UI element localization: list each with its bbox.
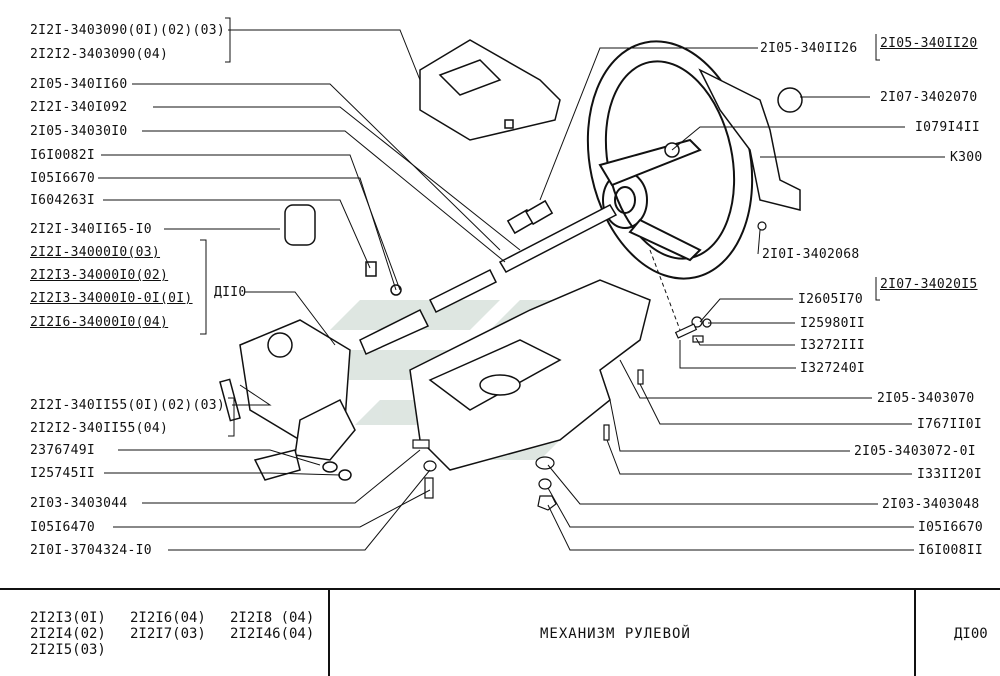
assembly-label: 2I05-340II20: [880, 36, 978, 51]
steering-column-cover: [664, 68, 803, 211]
part-label: I079I4II: [915, 120, 981, 135]
title-block-divider: [328, 590, 330, 676]
part-label: I05I6670: [918, 520, 984, 535]
assembly-label: ДII0: [214, 285, 247, 300]
page-title: МЕХАНИЗМ РУЛЕВОЙ: [540, 626, 691, 642]
part-label: 2I05-340II60: [30, 77, 128, 92]
model-code: 2I2I8 (04): [230, 610, 315, 626]
mounting-bracket: [419, 39, 561, 141]
steering-shaft: [284, 199, 618, 355]
part-label: 2I2I-340II65-I0: [30, 222, 152, 237]
model-code: 2I2I6(04): [130, 610, 206, 626]
part-label: 2I0I-3402068: [762, 247, 860, 262]
part-label: 2I05-3403070: [877, 391, 975, 406]
steering-wheel: [586, 40, 754, 280]
assembly-variant-label: 2I2I3-34000I0(02): [30, 268, 169, 283]
assembly-label: 2I07-34020I5: [880, 277, 978, 292]
model-code: 2I2I5(03): [30, 642, 106, 658]
part-label: 2I03-3403048: [882, 497, 980, 512]
part-label: 2I03-3403044: [30, 496, 128, 511]
part-label: I327240I: [800, 361, 866, 376]
leader-lines: [98, 17, 945, 551]
part-label: I33II20I: [917, 467, 983, 482]
title-block-divider: [914, 590, 916, 676]
part-label: I6I0082I: [30, 148, 96, 163]
part-label: 2I2I2-340II55(04): [30, 421, 169, 436]
diagram-drawing: [98, 17, 945, 551]
model-code: 2I2I4(02): [30, 626, 106, 642]
model-code: 2I2I46(04): [230, 626, 315, 642]
steering-gearbox: [219, 319, 356, 481]
part-label: I3272III: [800, 338, 866, 353]
column-support-bracket: [409, 279, 651, 471]
part-label: I604263I: [30, 193, 96, 208]
assembly-variant-label: 2I2I-34000I0(03): [30, 245, 161, 260]
model-code: 2I2I7(03): [130, 626, 206, 642]
part-label: 2I05-34030I0: [30, 124, 128, 139]
part-label: 2I07-3402070: [880, 90, 978, 105]
fasteners: [412, 221, 767, 511]
part-label: 2I05-340II26: [760, 41, 858, 56]
part-label: 2I2I2-3403090(04): [30, 47, 169, 62]
part-label: I05I6670: [30, 171, 96, 186]
part-label: 2I0I-3704324-I0: [30, 543, 152, 558]
title-block: 2I2I3(0I) 2I2I6(04) 2I2I8 (04) 2I2I4(02)…: [0, 588, 1000, 676]
part-label: I25745II: [30, 466, 96, 481]
page-code: ДI00: [954, 626, 988, 642]
part-label: I767II0I: [917, 417, 983, 432]
part-label: 2376749I: [30, 443, 96, 458]
part-label: I6I008II: [918, 543, 984, 558]
part-label: К300: [950, 150, 983, 165]
assembly-variant-label: 2I2I3-34000I0-0I(0I): [30, 291, 193, 306]
part-label: I05I6470: [30, 520, 96, 535]
part-label: I25980II: [800, 316, 866, 331]
model-code: 2I2I3(0I): [30, 610, 106, 626]
part-label: 2I05-3403072-0I: [854, 444, 976, 459]
assembly-variant-label: 2I2I6-34000I0(04): [30, 315, 169, 330]
part-label: I2605I70: [798, 292, 864, 307]
part-label: 2I2I-340I092: [30, 100, 128, 115]
exploded-parts-diagram: 2I2I-3403090(0I)(02)(03) 2I2I2-3403090(0…: [30, 17, 984, 558]
part-label: 2I2I-340II55(0I)(02)(03): [30, 398, 226, 413]
part-label: 2I2I-3403090(0I)(02)(03): [30, 23, 226, 38]
